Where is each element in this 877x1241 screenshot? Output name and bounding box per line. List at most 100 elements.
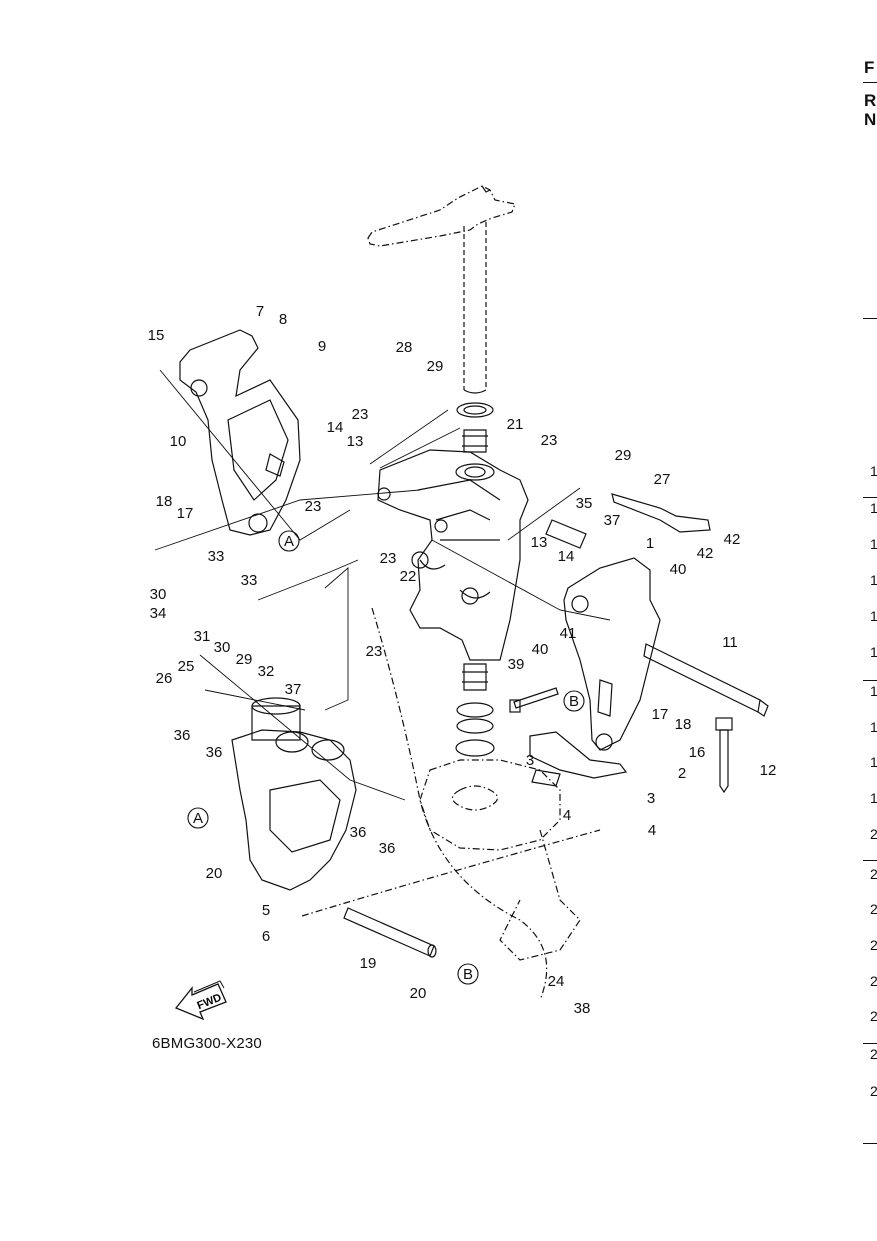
cylinder-top	[251, 697, 301, 715]
washer	[456, 702, 494, 718]
part-outline	[199, 654, 406, 801]
part-outline	[513, 687, 559, 709]
part-outline	[257, 559, 359, 601]
part-label-6: 6	[262, 928, 270, 945]
part-label-19: 19	[360, 955, 377, 972]
part-outline	[324, 567, 349, 711]
edge-number: 2	[870, 937, 877, 953]
bolt-head	[715, 717, 733, 731]
part-label-23: 23	[541, 432, 558, 449]
edge-fragment-r: R	[864, 91, 877, 110]
part-label-37: 37	[285, 681, 302, 698]
part-outline	[377, 449, 529, 661]
bolt-hole	[595, 733, 613, 751]
edge-number: 1	[870, 754, 877, 770]
part-label-5: 5	[262, 902, 270, 919]
part-label-42: 42	[697, 545, 714, 562]
callout-b: B	[563, 690, 585, 712]
part-label-18: 18	[675, 716, 692, 733]
part-outline	[531, 769, 561, 787]
edge-number: 1	[870, 572, 877, 588]
part-label-33: 33	[241, 572, 258, 589]
part-label-41: 41	[560, 625, 577, 642]
part-label-27: 27	[654, 471, 671, 488]
part-outline	[597, 679, 613, 717]
part-outline	[719, 729, 729, 794]
part-label-36: 36	[206, 744, 223, 761]
edge-number: 2	[870, 866, 877, 882]
part-outline	[431, 539, 611, 621]
part-outline	[757, 699, 769, 717]
edge-number: 2	[870, 1008, 877, 1024]
part-label-17: 17	[177, 505, 194, 522]
svg-text:A: A	[284, 533, 294, 550]
part-label-30: 30	[214, 639, 231, 656]
callout-b: B	[457, 963, 479, 985]
part-label-39: 39	[508, 656, 525, 673]
part-outline	[463, 222, 487, 390]
part-label-40: 40	[670, 561, 687, 578]
part-label-4: 4	[648, 822, 656, 839]
part-outline	[611, 493, 711, 533]
part-outline	[204, 689, 306, 711]
part-label-3: 3	[647, 790, 655, 807]
part-label-35: 35	[576, 495, 593, 512]
bolt-hole	[377, 487, 391, 501]
part-outline	[369, 409, 461, 469]
callout-a: A	[187, 807, 209, 829]
part-label-15: 15	[148, 327, 165, 344]
edge-rule	[863, 680, 877, 681]
part-label-29: 29	[236, 651, 253, 668]
part-outline	[481, 185, 491, 193]
part-label-28: 28	[396, 339, 413, 356]
edge-number: 1	[870, 500, 877, 516]
part-label-36: 36	[350, 824, 367, 841]
part-outline	[563, 557, 661, 751]
edge-rule	[863, 318, 877, 319]
part-outline	[499, 829, 581, 961]
edge-number: 1	[870, 463, 877, 479]
edge-number: 1	[870, 536, 877, 552]
part-label-1: 1	[646, 535, 654, 552]
part-label-25: 25	[178, 658, 195, 675]
part-label-29: 29	[427, 358, 444, 375]
edge-rule	[863, 497, 877, 498]
part-label-23: 23	[352, 406, 369, 423]
part-outline	[462, 435, 488, 447]
bore	[275, 731, 309, 753]
part-outline	[343, 907, 435, 957]
part-outline	[269, 779, 341, 853]
part-label-37: 37	[604, 512, 621, 529]
part-label-29: 29	[615, 447, 632, 464]
part-label-12: 12	[760, 762, 777, 779]
part-label-36: 36	[379, 840, 396, 857]
tube-end	[427, 944, 437, 958]
edge-fragment-f: F	[864, 58, 875, 77]
part-label-16: 16	[689, 744, 706, 761]
part-label-3: 3	[526, 752, 534, 769]
part-label-11: 11	[722, 634, 738, 651]
part-label-42: 42	[724, 531, 741, 548]
part-label-30: 30	[150, 586, 167, 603]
part-label-20: 20	[206, 865, 223, 882]
edge-number: 2	[870, 826, 877, 842]
edge-number: 2	[870, 1046, 877, 1062]
part-label-18: 18	[156, 493, 173, 510]
svg-text:A: A	[193, 810, 203, 827]
part-outline	[463, 389, 487, 394]
callout-a: A	[278, 530, 300, 552]
part-label-13: 13	[347, 433, 364, 450]
part-outline	[227, 399, 289, 501]
part-outline	[231, 729, 357, 891]
bore	[311, 739, 345, 761]
part-outline	[154, 489, 421, 551]
bolt-head	[509, 699, 521, 713]
part-outline	[301, 829, 601, 917]
bolt-hole	[434, 519, 448, 533]
edge-rule	[863, 1043, 877, 1044]
part-label-22: 22	[400, 568, 417, 585]
bolt-hole	[571, 595, 589, 613]
washer	[456, 718, 494, 734]
